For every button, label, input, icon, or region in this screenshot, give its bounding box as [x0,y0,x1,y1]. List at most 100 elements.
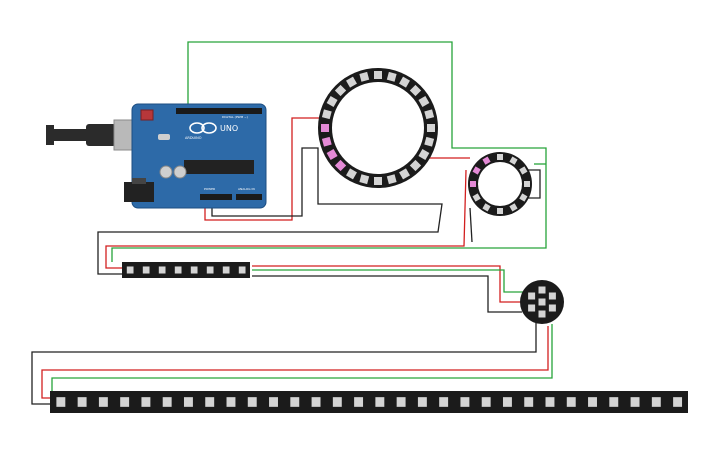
ring-hole [332,82,424,174]
led-pixel [326,149,338,160]
led-pixel [326,96,338,107]
wire-red-strip-jewel [252,265,522,303]
led-pixel [359,71,370,82]
led-pixel [651,397,661,407]
led-pixel [375,397,385,407]
neopixel-jewel [520,280,564,324]
led-pixel [424,136,435,147]
led-pixel [321,109,332,120]
led-pixel [439,397,449,407]
wire-black-small-ring-right [528,169,541,199]
led-pixel [482,156,491,165]
led-pixel [386,174,397,185]
led-pixel [374,177,382,185]
neopixel-strip-short [122,262,250,278]
led-pixel [162,397,172,407]
led-pixel [524,181,530,187]
capacitor-1 [159,165,173,179]
led-pixel [630,397,640,407]
led-pixel [321,124,329,132]
led-pixel [472,166,481,175]
led-pixel [321,136,332,147]
led-pixel [120,397,130,407]
led-pixel [269,397,278,407]
model-text: UNO [220,124,238,133]
reset-button [140,109,154,121]
arduino-logo: UNO ARDUINO [185,122,238,140]
led-pixel [174,266,182,274]
led-pixel [481,397,491,407]
led-pixel [77,397,87,407]
led-pixel [290,397,300,407]
led-pixel [545,397,555,407]
wire-green-arduino-to-ring [111,41,547,262]
neopixel-ring-12 [468,152,532,216]
capacitor-2 [173,165,187,179]
led-pixel [548,292,556,300]
led-pixel [190,266,198,274]
led-pixel [409,159,422,172]
led-pixel [417,397,427,407]
led-pixel [524,397,534,407]
led-pixel [126,266,134,274]
led-pixel [346,76,357,88]
led-pixel [374,71,382,79]
led-pixel [566,397,576,407]
led-pixel [354,397,364,407]
led-pixel [538,286,546,294]
wire-black-small-ring-out [469,207,473,243]
analog-header [236,194,262,200]
power-header [200,194,232,200]
wire-black-arduino-gnd [97,147,443,275]
led-pixel [142,266,150,274]
wire-green-jewel-strip [51,324,553,396]
led-pixel [509,156,518,165]
led-pixel [538,298,546,306]
led-pixel [399,168,410,180]
led-pixel [528,292,536,300]
led-pixel [424,109,435,120]
led-pixel [247,397,257,407]
led-pixel [482,203,491,212]
led-pixel [418,96,430,107]
led-pixel [673,397,683,407]
power-jack [124,182,154,202]
arduino-uno-board: UNO ARDUINO DIGITAL (PWM ~) POWER ANALOG… [124,103,267,209]
led-pixel [470,181,476,187]
neopixel-strip-long [50,391,688,413]
led-pixel [502,397,512,407]
wire-black-jewel-strip [31,322,537,405]
led-pixel [311,397,321,407]
wire-black-strip-jewel [252,275,522,313]
led-pixel [98,397,108,407]
analog-label: ANALOG IN [238,187,255,191]
led-pixel [538,310,546,318]
strip-body [122,262,250,278]
ring-hole [478,162,522,206]
led-pixel [548,304,556,312]
microcontroller-chip [184,160,254,174]
strip-body [50,391,688,413]
digital-header [176,108,262,114]
wire-green-strip-jewel [252,269,524,293]
led-pixel [206,266,214,274]
led-pixel [519,166,528,175]
led-pixel [472,193,481,202]
led-pixel [334,159,347,172]
digital-label: DIGITAL (PWM ~) [222,115,248,119]
wires [31,41,553,405]
led-pixel [238,266,246,274]
logo-text: ARDUINO [185,136,202,140]
led-pixel [141,397,151,407]
neopixel-ring-24 [318,68,438,188]
led-pixel [346,168,357,180]
led-pixel [509,203,518,212]
led-pixel [359,174,370,185]
led-pixel [528,304,536,312]
led-pixel [226,397,236,407]
led-pixel [56,397,66,407]
led-pixel [519,193,528,202]
led-pixel [418,149,430,160]
led-pixel [396,397,406,407]
